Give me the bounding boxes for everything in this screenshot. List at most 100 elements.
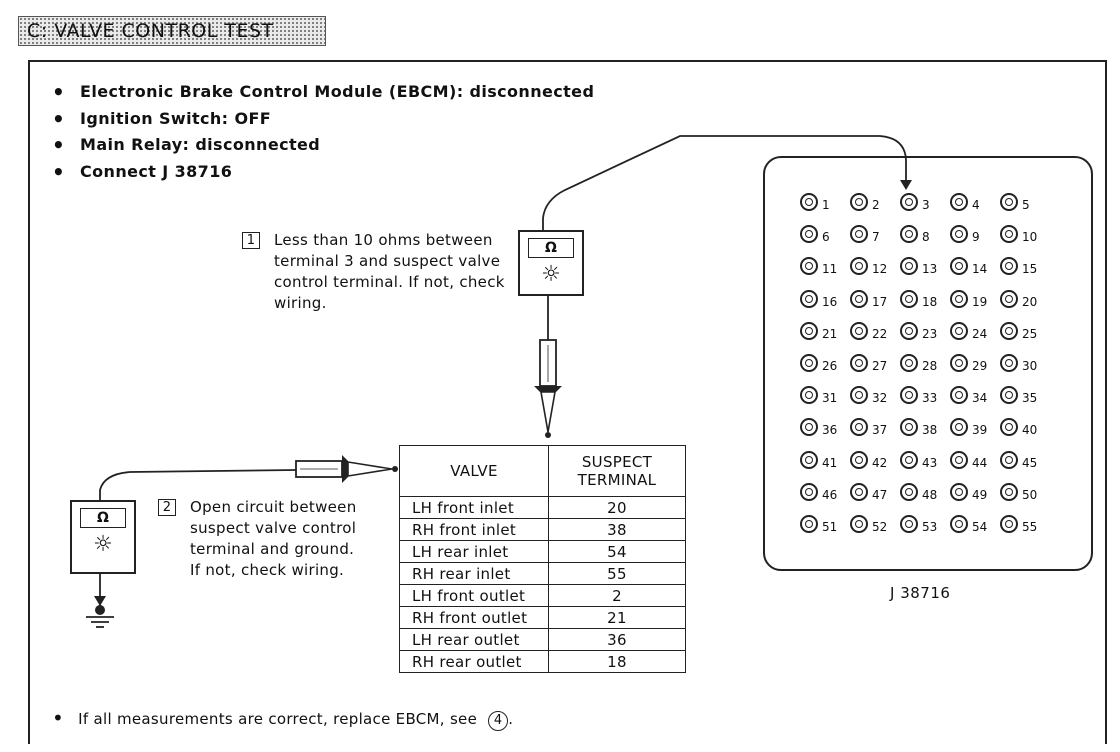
pin-socket-icon bbox=[950, 257, 968, 276]
pin-number: 41 bbox=[822, 455, 838, 470]
pin-socket-icon bbox=[1000, 193, 1018, 211]
step-1-line: Less than 10 ohms between bbox=[274, 231, 493, 249]
connector-pin: 39 bbox=[950, 417, 1000, 441]
pin-number: 22 bbox=[872, 326, 888, 341]
connector-pin: 27 bbox=[850, 353, 900, 377]
pin-number: 28 bbox=[922, 359, 938, 373]
pin-number: 7 bbox=[872, 230, 880, 245]
pin-socket-icon bbox=[950, 386, 968, 405]
section-title: C: VALVE CONTROL TEST bbox=[27, 20, 274, 42]
test-lead-to-pin3 bbox=[542, 135, 907, 230]
precondition-item: Ignition Switch: OFF bbox=[52, 107, 594, 136]
step-2-line: suspect valve control bbox=[190, 519, 357, 537]
breakout-box-connector bbox=[763, 156, 1093, 571]
connector-pin: 26 bbox=[800, 353, 850, 377]
pin-socket-icon bbox=[800, 354, 818, 372]
connector-pin: 55 bbox=[1000, 514, 1050, 538]
step-1-instruction: 1 Less than 10 ohms between terminal 3 a… bbox=[242, 230, 532, 314]
connector-pin: 35 bbox=[1000, 385, 1050, 409]
pin-socket-icon bbox=[900, 482, 918, 501]
pin-socket-icon bbox=[900, 321, 918, 340]
pin-socket-icon bbox=[950, 289, 968, 308]
pin-socket-icon bbox=[850, 354, 868, 372]
column-header-terminal: SUSPECT TERMINAL bbox=[548, 445, 686, 497]
connector-pin: 24 bbox=[950, 321, 1000, 345]
pin-socket-icon bbox=[1000, 386, 1018, 405]
connector-pin: 12 bbox=[850, 256, 900, 280]
pin-socket-icon bbox=[950, 418, 968, 437]
pin-socket-icon bbox=[950, 515, 968, 533]
probe2-tip bbox=[347, 461, 393, 477]
pin-number: 24 bbox=[972, 326, 988, 341]
connector-pin: 29 bbox=[950, 353, 1000, 377]
pin-number: 26 bbox=[822, 359, 838, 373]
terminal-cell: 2 bbox=[548, 584, 686, 607]
pin-number: 37 bbox=[872, 423, 888, 438]
connector-pin: 3 bbox=[900, 192, 950, 216]
connector-pin: 14 bbox=[950, 256, 1000, 280]
pin-socket-icon bbox=[950, 450, 968, 469]
valve-cell: LH rear inlet bbox=[399, 540, 549, 563]
valve-cell: LH front outlet bbox=[399, 584, 549, 607]
pin-socket-icon bbox=[800, 225, 818, 244]
connector-pin: 11 bbox=[800, 256, 850, 280]
pin-socket-icon bbox=[950, 225, 968, 244]
precondition-item: Connect J 38716 bbox=[52, 160, 594, 189]
pin-number: 54 bbox=[972, 520, 988, 534]
pin-socket-icon bbox=[800, 193, 818, 211]
step-1-number: 1 bbox=[242, 232, 260, 249]
pin-socket-icon bbox=[900, 257, 918, 276]
pin-number: 12 bbox=[872, 262, 888, 277]
pin-socket-icon bbox=[900, 354, 918, 372]
precondition-item: Main Relay: disconnected bbox=[52, 133, 594, 162]
pin-socket-icon bbox=[1000, 418, 1018, 437]
pin-socket-icon bbox=[800, 257, 818, 276]
pin-number: 23 bbox=[922, 326, 938, 341]
connector-label: J 38716 bbox=[890, 584, 951, 602]
connector-pin: 31 bbox=[800, 385, 850, 409]
step-2-number: 2 bbox=[158, 499, 176, 516]
precondition-list: Electronic Brake Control Module (EBCM): … bbox=[52, 80, 594, 189]
pin-socket-icon bbox=[850, 257, 868, 276]
valve-cell: RH rear outlet bbox=[399, 650, 549, 673]
valve-cell: RH front inlet bbox=[399, 518, 549, 541]
connector-pin: 25 bbox=[1000, 321, 1050, 345]
ground-icon bbox=[86, 616, 114, 628]
pin-socket-icon bbox=[900, 193, 918, 211]
pin-number: 16 bbox=[822, 294, 838, 309]
pin-number: 32 bbox=[872, 391, 888, 406]
section-title-box: C: VALVE CONTROL TEST bbox=[18, 16, 326, 46]
pin-socket-icon bbox=[850, 289, 868, 308]
pin-socket-icon bbox=[1000, 354, 1018, 372]
terminal-cell: 21 bbox=[548, 606, 686, 629]
valve-cell: RH front outlet bbox=[399, 606, 549, 629]
pin-number: 1 bbox=[822, 198, 830, 212]
connector-pin: 41 bbox=[800, 450, 850, 474]
pin-socket-icon bbox=[850, 321, 868, 340]
connector-pin: 37 bbox=[850, 417, 900, 441]
pin-socket-icon bbox=[850, 450, 868, 469]
pin-number: 3 bbox=[922, 198, 930, 212]
connector-pin: 15 bbox=[1000, 256, 1050, 280]
arrow-head-icon bbox=[900, 180, 912, 190]
pin-socket-icon bbox=[800, 515, 818, 533]
terminal-cell: 20 bbox=[548, 496, 686, 519]
connector-pin: 47 bbox=[850, 482, 900, 506]
pin-socket-icon bbox=[800, 418, 818, 437]
pin-number: 48 bbox=[922, 487, 938, 502]
valve-cell: LH rear outlet bbox=[399, 628, 549, 651]
pin-number: 11 bbox=[822, 262, 838, 277]
pin-socket-icon bbox=[850, 482, 868, 501]
pin-socket-icon bbox=[850, 515, 868, 533]
diagram-frame bbox=[28, 60, 1107, 744]
connector-pin: 13 bbox=[900, 256, 950, 280]
ohmmeter-1: Ω ☼ bbox=[518, 230, 584, 296]
step-2-line: If not, check wiring. bbox=[190, 561, 345, 579]
pin-number: 35 bbox=[1022, 391, 1038, 406]
connector-pin: 18 bbox=[900, 289, 950, 313]
pin-socket-icon bbox=[900, 515, 918, 533]
